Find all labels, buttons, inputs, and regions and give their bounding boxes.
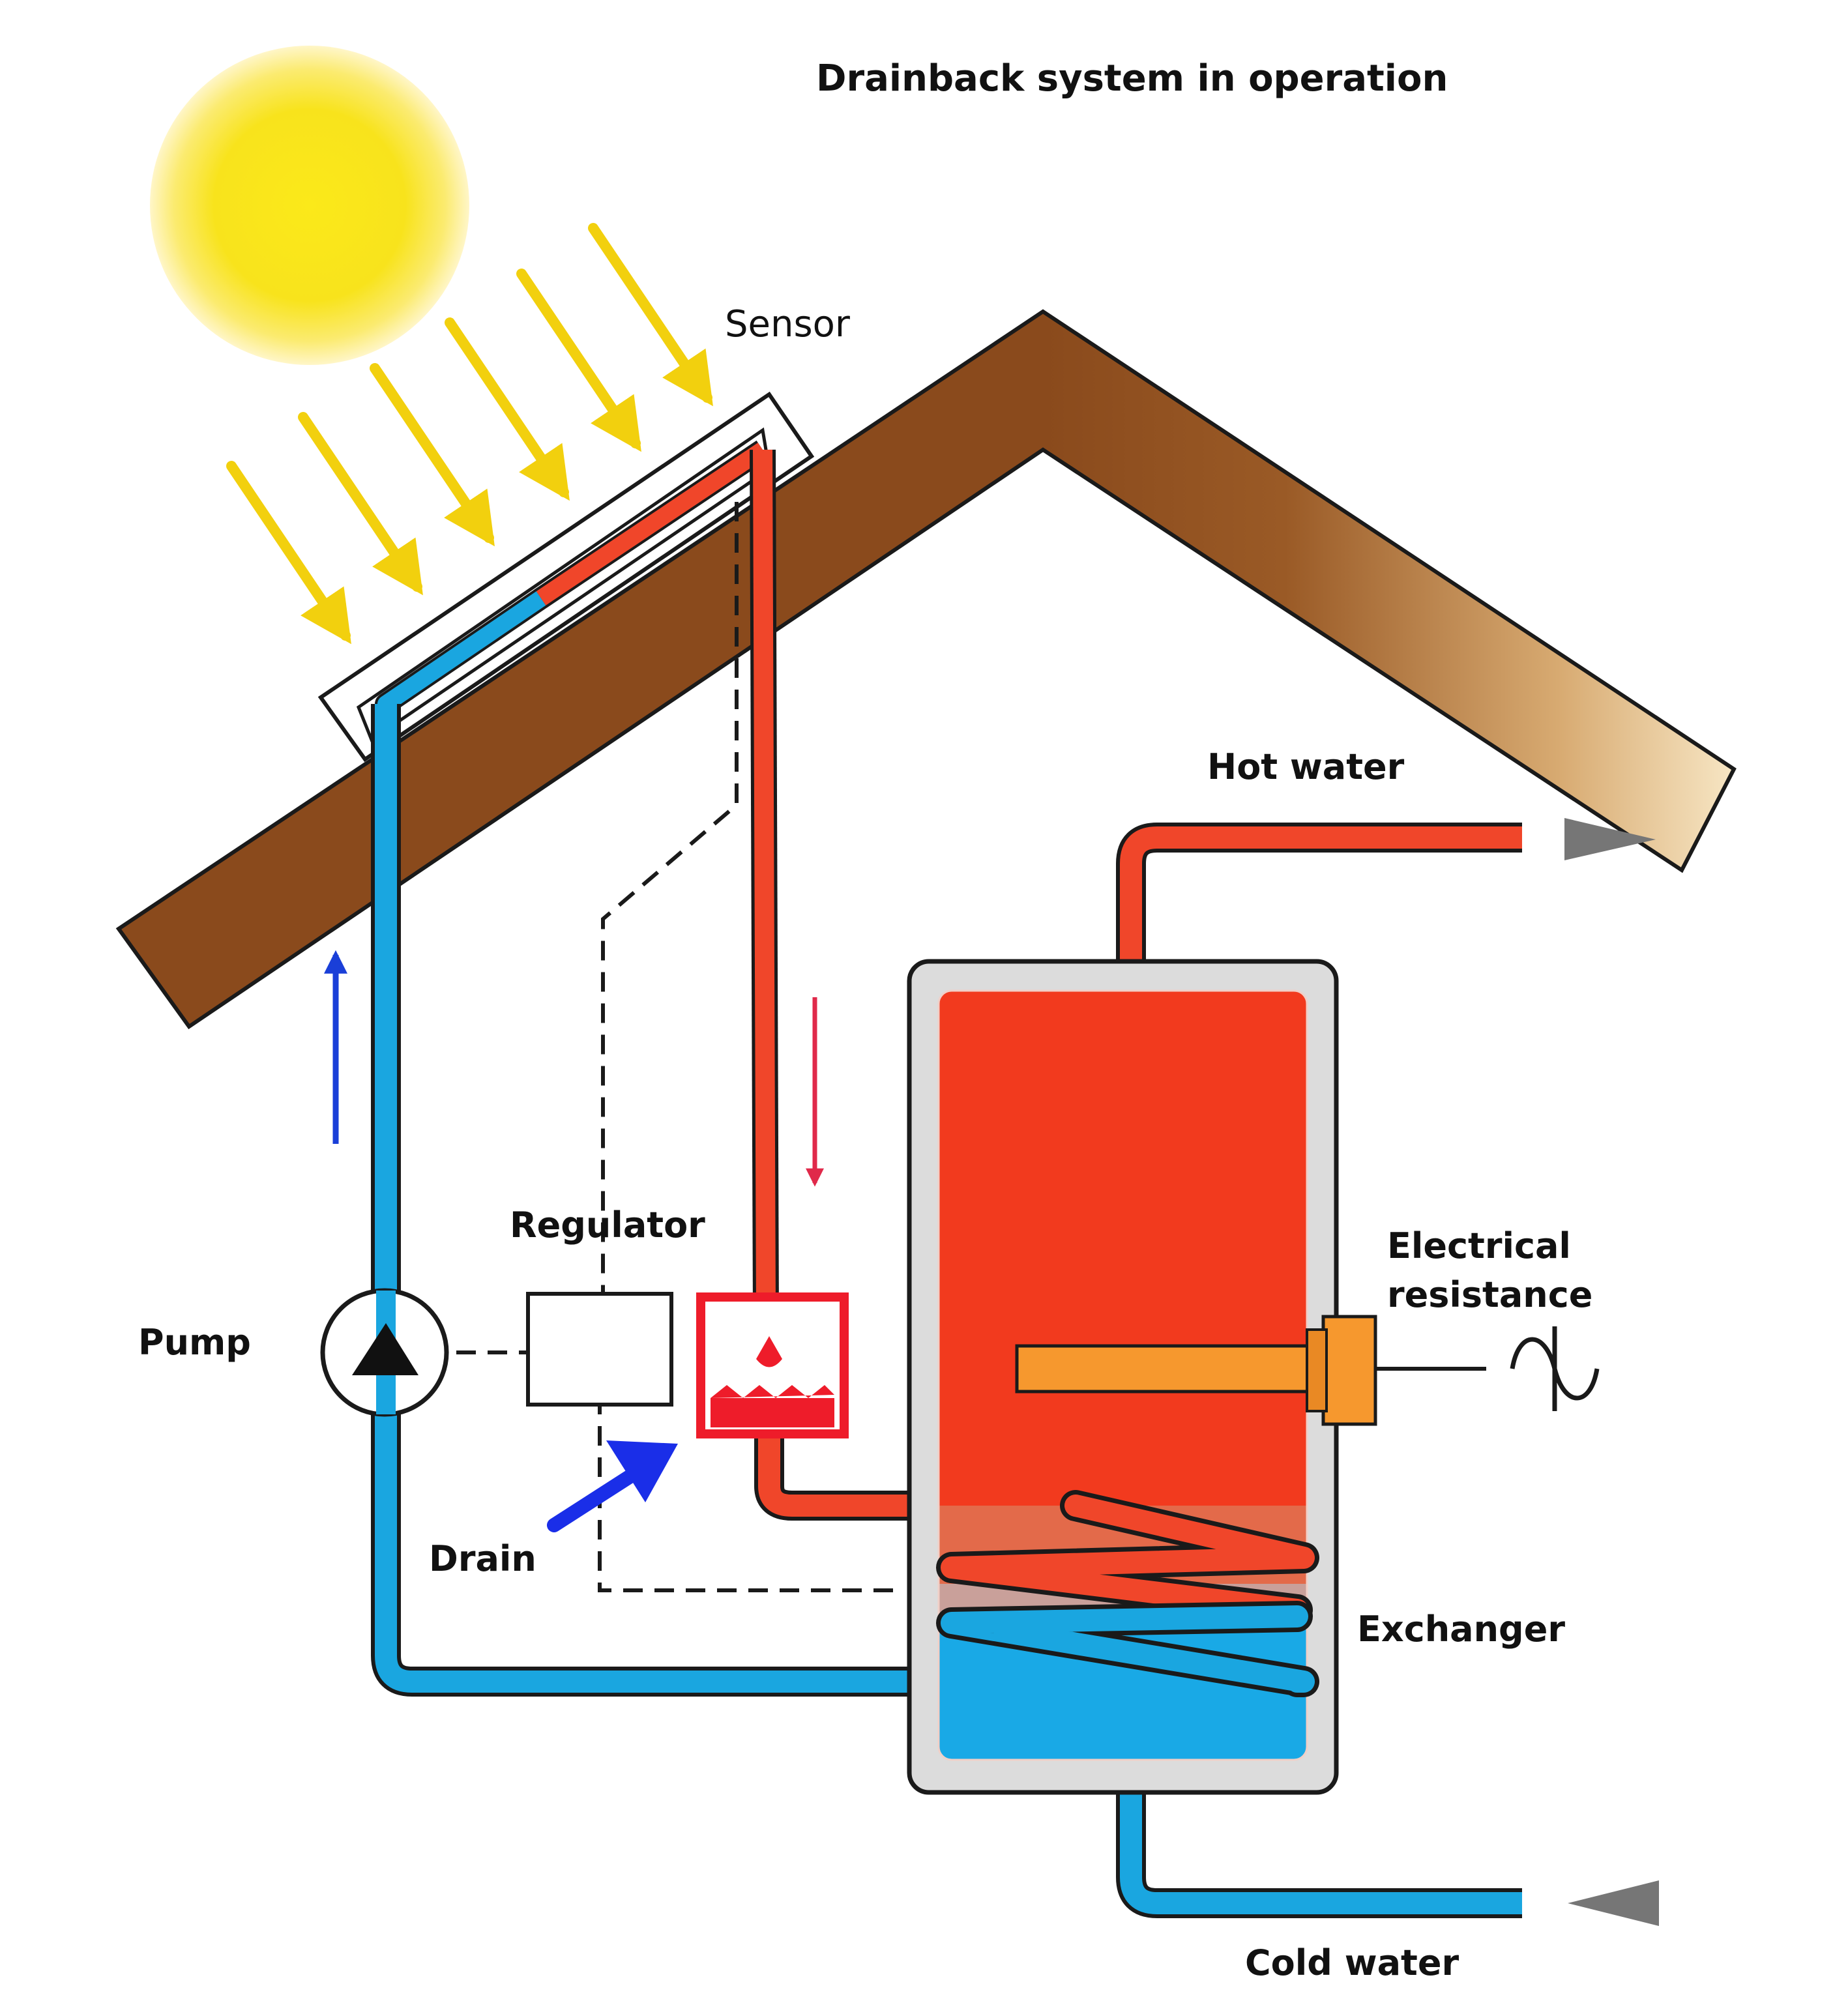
hot-water-outlet-arrow <box>1564 818 1656 860</box>
pump-icon <box>320 1288 449 1417</box>
drain-arrow-icon <box>547 1440 678 1532</box>
hot-water-pipe <box>1116 823 1522 965</box>
control-wires <box>456 502 903 1592</box>
sun-ray <box>445 317 570 501</box>
regulator-box <box>526 1292 673 1407</box>
cold-water-pipe <box>1116 1786 1522 1918</box>
electrical-resistance-label-line1: Electrical <box>1387 1225 1571 1266</box>
cold-return-pipe <box>371 704 1297 1697</box>
electrical-resistance-label-line2: resistance <box>1387 1274 1593 1315</box>
diagram-title: Drainback system in operation <box>816 57 1448 100</box>
sun-ray <box>516 269 641 452</box>
hot-water-label: Hot water <box>1207 746 1405 787</box>
cold-water-inlet-arrow <box>1568 1880 1659 1926</box>
sun-ray <box>226 461 351 645</box>
sun-rays <box>226 223 713 645</box>
sun-ray <box>370 363 495 547</box>
drain-tank <box>696 1292 849 1438</box>
cold-water-label: Cold water <box>1245 1942 1459 1983</box>
electrical-heater <box>1015 1315 1486 1426</box>
hot-supply-pipe <box>750 449 779 1317</box>
solar-collector <box>317 391 815 763</box>
pump-label: Pump <box>138 1322 251 1363</box>
drain-label: Drain <box>429 1538 536 1579</box>
roof <box>115 309 1737 1030</box>
heat-exchanger <box>936 1490 1319 1697</box>
sun-icon <box>150 46 469 365</box>
sun-ray <box>588 223 713 407</box>
sensor-label: Sensor <box>725 303 850 345</box>
sun-ray <box>298 412 423 596</box>
drain-to-exchanger-pipe <box>754 1434 1076 1521</box>
exchanger-label: Exchanger <box>1357 1609 1565 1650</box>
regulator-label: Regulator <box>510 1204 705 1246</box>
